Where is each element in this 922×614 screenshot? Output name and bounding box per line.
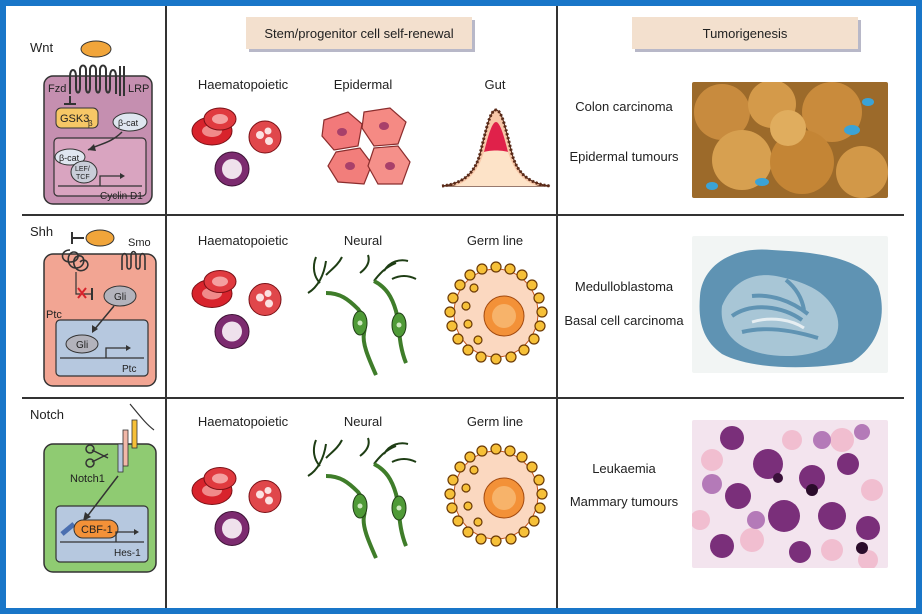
tumour-label-notch-1: Leukaemia [592, 461, 656, 476]
svg-text:Ptc: Ptc [46, 309, 62, 321]
pathway-label-notch: Notch [30, 407, 64, 422]
tumour-label-shh-1: Medulloblastoma [574, 279, 674, 294]
shh-pathway-diagram: Smo Ptc Gli Gli Ptc [43, 229, 157, 387]
gut-crypt-illustration [441, 108, 551, 188]
tumour-label-wnt-1: Colon carcinoma [575, 99, 673, 114]
svg-text:CBF-1: CBF-1 [81, 524, 113, 536]
leukaemia-blood-smear-photo [692, 420, 888, 568]
haematopoietic-cells-illustration [191, 107, 282, 187]
svg-text:Fzd: Fzd [48, 83, 66, 95]
column-divider-1 [165, 6, 167, 608]
cell-label-notch-3: Germ line [466, 414, 524, 429]
cell-label-shh-3: Germ line [466, 233, 524, 248]
wnt-pathway-diagram: Fzd LRP GSK3 β β-cat β-cat LEF/ TCF Cycl… [43, 40, 153, 205]
germ-line-cell-illustration [444, 261, 548, 365]
cell-label-wnt-1: Haematopoietic [197, 77, 289, 92]
svg-text:GSK3: GSK3 [60, 113, 89, 125]
svg-text:β-cat: β-cat [59, 153, 80, 163]
svg-text:β-cat: β-cat [118, 118, 139, 128]
haematopoietic-cells-illustration [191, 270, 282, 349]
svg-text:Gli: Gli [76, 340, 88, 351]
cell-label-notch-2: Neural [343, 414, 383, 429]
cell-label-wnt-2: Epidermal [333, 77, 393, 92]
header-tumorigenesis-text: Tumorigenesis [702, 25, 788, 41]
svg-text:Cyclin D1: Cyclin D1 [100, 191, 143, 202]
germ-line-cell-illustration [444, 443, 548, 547]
cell-label-notch-1: Haematopoietic [197, 414, 289, 429]
svg-text:TCF: TCF [76, 174, 90, 181]
header-tumorigenesis: Tumorigenesis [632, 17, 858, 49]
tumour-label-shh-2: Basal cell carcinoma [564, 313, 684, 328]
colon-carcinoma-micrograph [692, 82, 888, 198]
pathway-label-wnt: Wnt [30, 40, 54, 55]
haematopoietic-cells-illustration [191, 467, 282, 546]
svg-text:LEF/: LEF/ [75, 166, 90, 173]
svg-text:Hes-1: Hes-1 [114, 548, 141, 559]
tumour-label-wnt-2: Epidermal tumours [569, 149, 679, 164]
notch-pathway-diagram: Notch1 CBF-1 Hes-1 [43, 403, 157, 573]
cell-label-wnt-3: Gut [484, 77, 506, 92]
medulloblastoma-cerebellum-photo [692, 236, 888, 373]
svg-text:Gli: Gli [114, 292, 126, 303]
cell-label-shh-1: Haematopoietic [197, 233, 289, 248]
svg-text:β: β [88, 119, 93, 128]
svg-text:Notch1: Notch1 [70, 473, 105, 485]
row-divider-1 [22, 214, 904, 216]
neural-cells-illustration [307, 254, 417, 376]
row-divider-2 [22, 397, 904, 399]
pathway-label-shh: Shh [30, 224, 54, 239]
tumour-label-notch-2: Mammary tumours [569, 494, 679, 509]
cell-label-shh-2: Neural [343, 233, 383, 248]
header-self-renewal: Stem/progenitor cell self-renewal [246, 17, 472, 49]
svg-text:LRP: LRP [128, 83, 149, 95]
svg-text:Ptc: Ptc [122, 364, 136, 375]
column-divider-2 [556, 6, 558, 608]
header-self-renewal-text: Stem/progenitor cell self-renewal [264, 25, 454, 41]
svg-text:Smo: Smo [128, 237, 151, 249]
epidermal-cells-illustration [321, 107, 411, 185]
neural-cells-illustration [307, 437, 417, 559]
